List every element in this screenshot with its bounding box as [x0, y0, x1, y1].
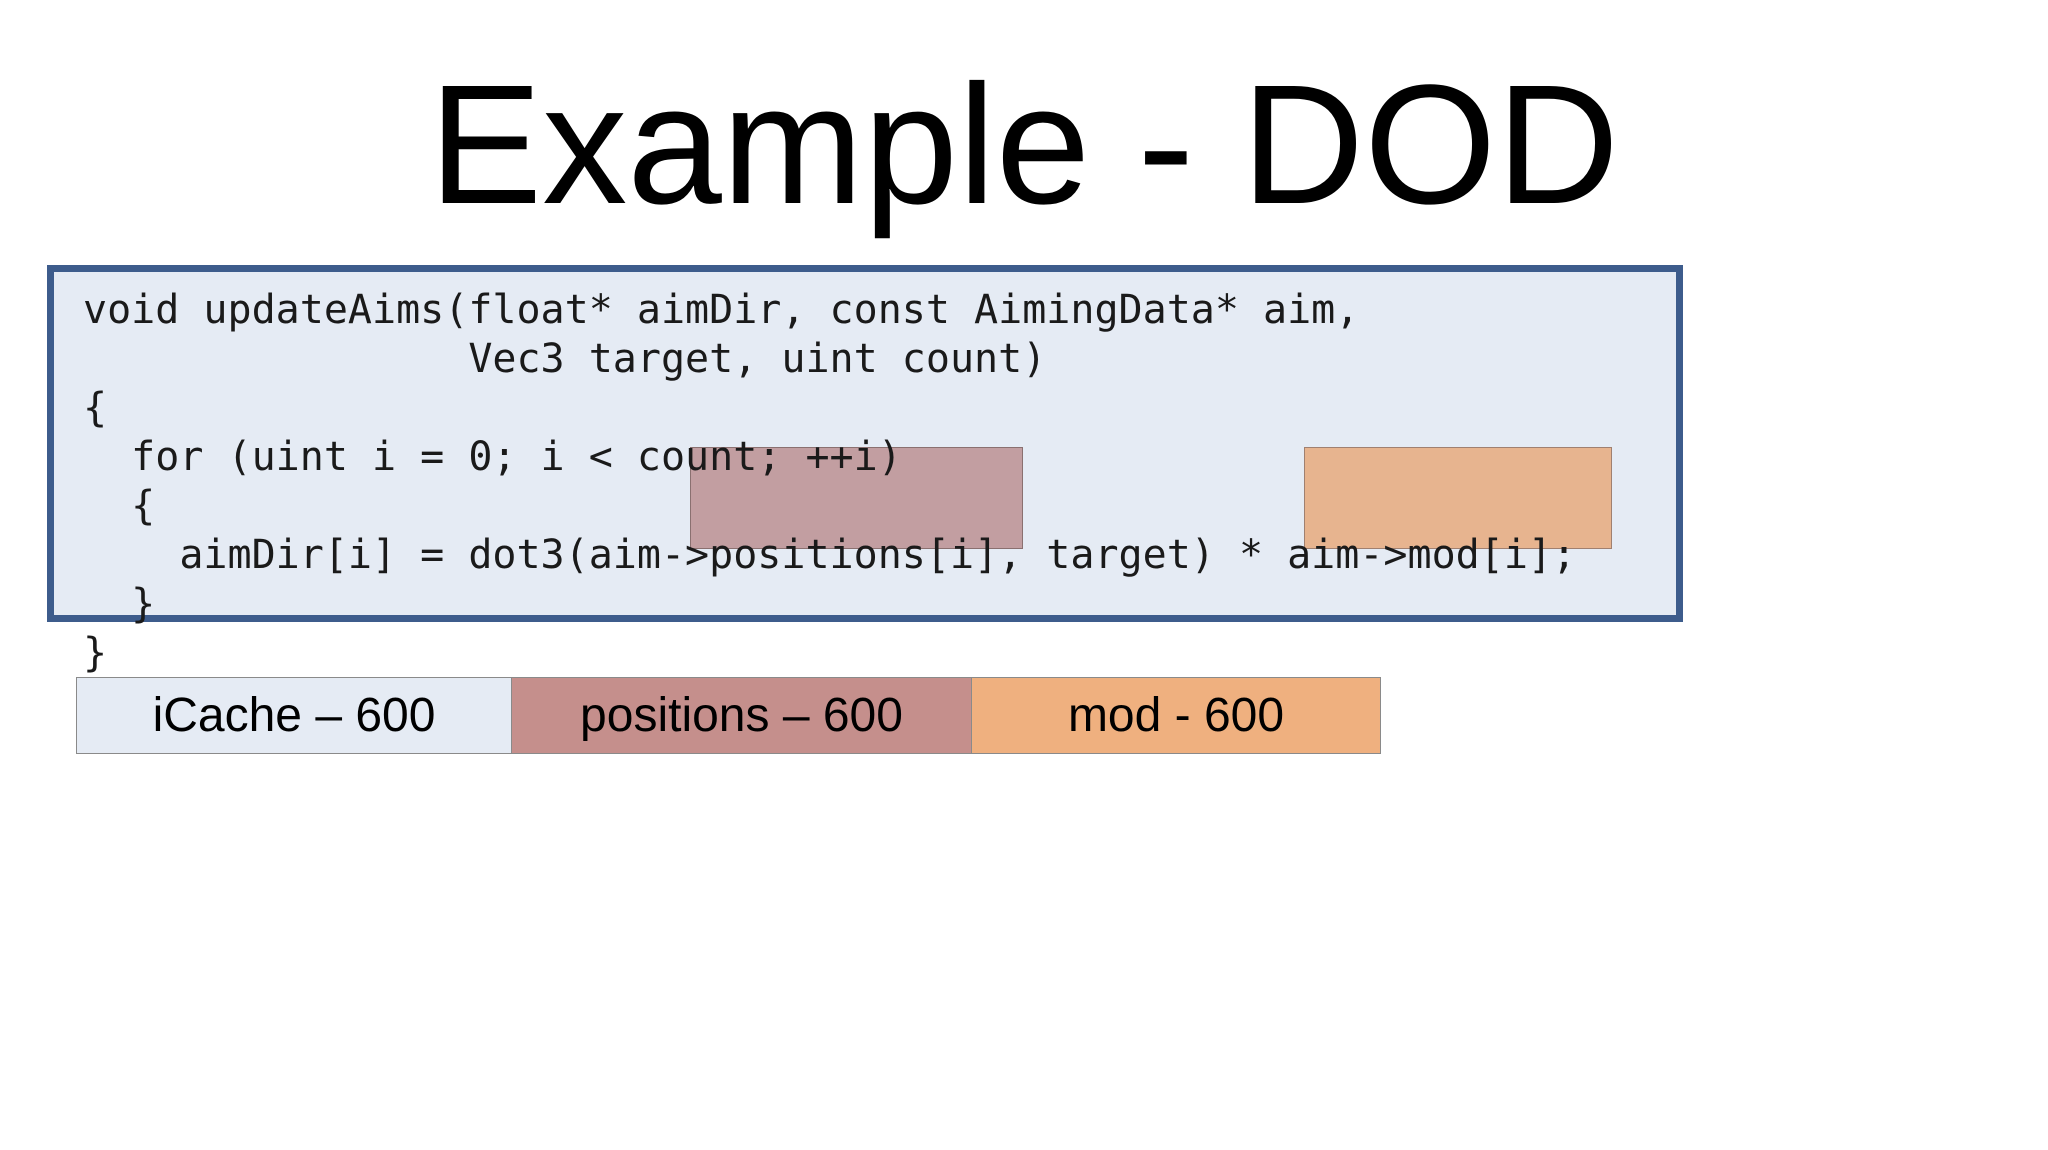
code-line: for (uint i = 0; i < count; ++i) [83, 434, 902, 480]
mod-segment: mod - 600 [972, 677, 1381, 754]
code-line: { [83, 385, 108, 431]
code-line: } [83, 630, 108, 676]
code-box [47, 265, 1683, 622]
code-line: Vec3 target, uint count) [83, 336, 1047, 382]
positions-highlight [690, 447, 1023, 549]
positions-segment: positions – 600 [512, 677, 972, 754]
icache-segment: iCache – 600 [76, 677, 512, 754]
code-line: { [83, 483, 156, 529]
code-line: void updateAims(float* aimDir, const Aim… [83, 287, 1360, 333]
cache-bar: iCache – 600 positions – 600 mod - 600 [76, 677, 1381, 754]
slide-title: Example - DOD [428, 50, 1620, 240]
code-line: } [83, 581, 156, 627]
code-line: aimDir[i] = dot3(aim->positions[i], targ… [83, 532, 1577, 578]
mod-highlight [1304, 447, 1612, 549]
code-block: void updateAims(float* aimDir, const Aim… [83, 286, 1576, 678]
